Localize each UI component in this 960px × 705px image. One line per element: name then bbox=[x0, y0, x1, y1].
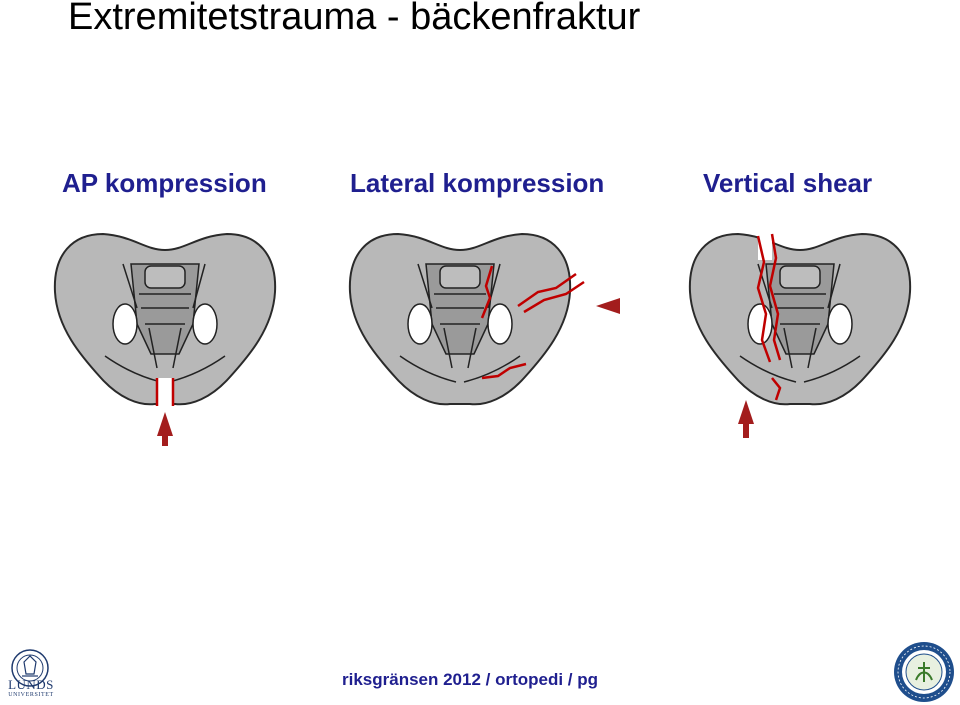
slide-footer: riksgränsen 2012 / ortopedi / pg bbox=[342, 670, 599, 689]
lund-logo-line2: UNIVERSITET bbox=[8, 692, 54, 698]
panel-label-vertical: Vertical shear bbox=[703, 168, 873, 198]
lund-logo-line1: LUNDS bbox=[8, 677, 54, 692]
arrow-left-icon bbox=[596, 298, 620, 314]
panel-label-lateral: Lateral kompression bbox=[350, 168, 605, 198]
pelvis-diagram-vertical bbox=[688, 233, 912, 438]
slide-title: Extremitetstrauma - bäckenfraktur bbox=[68, 0, 641, 38]
pelvis-diagram-lateral bbox=[348, 233, 620, 406]
lund-university-wordmark: LUNDS UNIVERSITET bbox=[4, 678, 58, 698]
isoc-seal-icon bbox=[894, 642, 954, 702]
panel-label-ap: AP kompression bbox=[62, 168, 267, 198]
lund-university-seal-icon bbox=[11, 649, 49, 687]
arrow-up-icon bbox=[738, 400, 754, 438]
pelvis-diagram-ap bbox=[53, 233, 277, 446]
arrow-up-icon bbox=[157, 412, 173, 446]
